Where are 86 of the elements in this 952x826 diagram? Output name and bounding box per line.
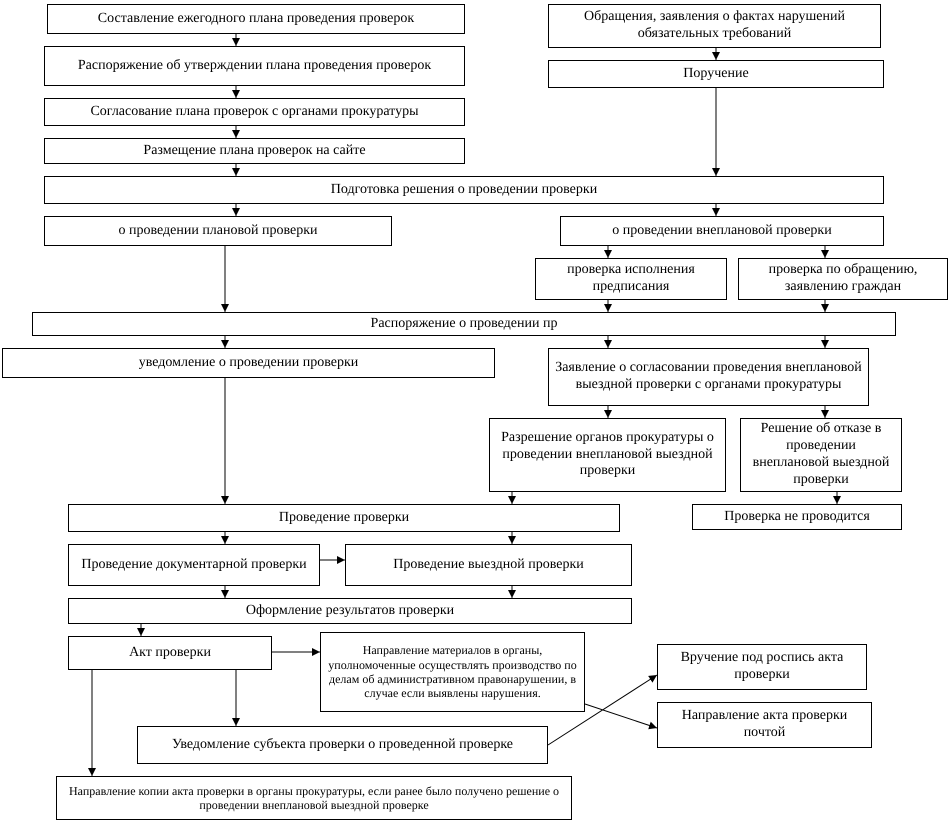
box-text: Распоряжение о проведении пр [370, 316, 558, 332]
process-box [740, 418, 902, 492]
arrow [712, 204, 720, 216]
process-box [657, 644, 867, 690]
process-box [548, 348, 869, 406]
arrow [88, 670, 96, 776]
arrow [221, 378, 229, 504]
box-text: Поручение [683, 66, 749, 82]
arrow [272, 648, 320, 656]
process-box [738, 258, 948, 300]
box-text: о проведении внеплановой проверки [612, 222, 832, 240]
box-text: Обращения, заявления о фактах нарушений обязательных требований [583, 9, 846, 43]
process-box [535, 258, 727, 300]
box-text: проверка исполнения предписания [566, 262, 696, 296]
process-box [44, 216, 392, 246]
box-text: Направление копии акта проверки в органы прокуратуры, если ранее было получено решение о проведении внеплановой выездной проверке [68, 784, 560, 812]
arrow [821, 336, 829, 348]
process-box [68, 636, 272, 670]
arrow [232, 34, 240, 46]
process-box [68, 504, 620, 532]
arrow [221, 586, 229, 598]
arrow [821, 406, 829, 418]
process-box [2, 348, 495, 378]
process-box [657, 702, 872, 748]
process-box [47, 4, 465, 34]
process-box [489, 418, 726, 492]
box-text: Разрешение органов прокуратуры о проведении внеплановой выездной проверки [500, 430, 715, 480]
box-text: Направление материалов в органы, уполномоченные осуществлять производство по делам об административном правонарушении, в случае если выявлены нарушения. [327, 643, 578, 701]
box-text: Проведение выездной проверки [393, 556, 584, 574]
process-box [44, 98, 465, 126]
box-text: Проверка не проводится [724, 508, 870, 526]
arrow [232, 204, 240, 216]
box-text: Проведение проверки [278, 510, 410, 526]
process-box [68, 598, 632, 624]
process-box [345, 544, 632, 586]
arrow [833, 492, 841, 504]
process-box [692, 504, 902, 530]
box-text: Уведомление субъекта проверки о проведенной проверке [172, 736, 513, 754]
box-text: Подготовка решения о проведении проверки [330, 182, 598, 198]
arrow [320, 556, 346, 564]
arrow [232, 670, 240, 726]
box-text: уведомление о проведении проверки [138, 354, 358, 372]
arrow [232, 164, 240, 176]
box-text: Вручение под роспись акта проверки [680, 650, 844, 684]
process-box [68, 544, 320, 586]
box-text: Акт проверки [129, 644, 211, 662]
process-box [32, 312, 896, 336]
arrow [221, 532, 229, 544]
box-text: Проведение документарной проверки [81, 556, 307, 574]
arrow [508, 586, 516, 598]
arrow [604, 406, 612, 418]
arrow [221, 246, 229, 312]
arrow [548, 674, 658, 746]
arrow [584, 704, 658, 730]
process-box [548, 4, 881, 48]
arrow [821, 300, 829, 312]
process-box [44, 46, 465, 86]
arrow [232, 126, 240, 138]
arrow [821, 246, 829, 258]
box-text: Решение об отказе в проведении внеплановой выездной проверки [752, 421, 890, 489]
process-box [44, 138, 465, 164]
arrow [604, 246, 612, 258]
arrow [232, 86, 240, 98]
box-text: Заявление о согласовании проведения внеплановой выездной проверки с органами прокуратуры [555, 360, 862, 394]
arrow [712, 88, 720, 176]
arrow [137, 624, 145, 636]
process-box [56, 776, 572, 820]
box-text: Составление ежегодного плана проведения проверок [98, 10, 414, 28]
box-text: о проведении плановой проверки [118, 222, 318, 240]
arrow [604, 300, 612, 312]
process-box [137, 726, 548, 764]
arrow [508, 532, 516, 544]
arrow [508, 492, 516, 504]
box-text: Распоряжение об утверждении плана проведения проверок [78, 58, 432, 74]
arrow [712, 48, 720, 60]
box-text: Согласование плана проверок с органами прокуратуры [90, 104, 419, 120]
box-text: Оформление результатов проверки [246, 602, 454, 620]
arrow [604, 336, 612, 348]
process-box [548, 60, 884, 88]
box-text: Направление акта проверки почтой [680, 708, 848, 742]
process-box [560, 216, 884, 246]
box-text: проверка по обращению, заявлению граждан [768, 262, 918, 296]
process-box [44, 176, 884, 204]
process-box [320, 632, 585, 712]
arrow [221, 336, 229, 348]
box-text: Размещение плана проверок на сайте [143, 142, 366, 160]
